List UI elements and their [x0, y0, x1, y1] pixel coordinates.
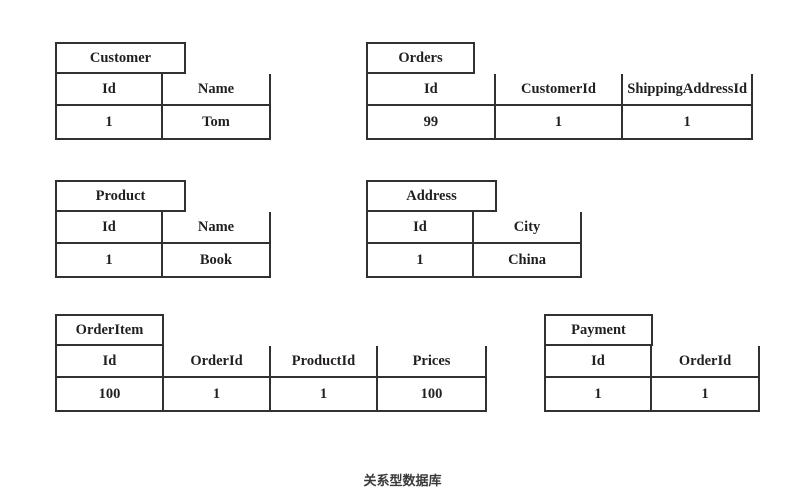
table-cell: 1: [57, 244, 164, 276]
entity-title: Product: [55, 180, 186, 212]
column-header-cell: Name: [197, 80, 235, 97]
column-header-cell: OrderId: [164, 346, 271, 376]
table-cell: 1: [368, 244, 475, 276]
column-header-cell: OrderId: [678, 352, 732, 369]
table-cell: China: [508, 251, 546, 268]
table-cell: 1: [546, 378, 653, 410]
table-cell: Tom: [202, 113, 230, 130]
column-header-row: Id Name: [57, 212, 269, 244]
entity-grid: Id Name 1 Book: [55, 212, 271, 278]
table-cell: 100: [420, 385, 443, 402]
column-header-row: Id OrderId: [546, 346, 758, 378]
entity-title: Orders: [366, 42, 475, 74]
column-header-cell: Id: [368, 212, 475, 242]
column-header-cell: Id: [368, 74, 496, 104]
table-cell: 99: [368, 106, 496, 138]
column-header-cell: CustomerId: [496, 74, 624, 104]
entity-grid: Id Name 1 Tom: [55, 74, 271, 140]
table-cell: 1: [496, 106, 624, 138]
column-header-row: Id City: [368, 212, 580, 244]
table-cell: 1: [164, 378, 271, 410]
table-cell: Book: [199, 251, 233, 268]
column-header-cell: ShippingAddressId: [627, 80, 748, 97]
entity-title: OrderItem: [55, 314, 164, 346]
entity-grid: Id City 1 China: [366, 212, 582, 278]
table-cell: 100: [57, 378, 164, 410]
table-row: 1 Book: [57, 244, 269, 276]
column-header-cell: Id: [546, 346, 653, 376]
table-cell: 1: [701, 385, 709, 402]
table-cell: 1: [683, 113, 691, 130]
entity-title: Payment: [544, 314, 653, 346]
table-cell: 1: [271, 378, 378, 410]
column-header-cell: Id: [57, 346, 164, 376]
column-header-cell: Id: [57, 74, 164, 104]
column-header-cell: ProductId: [271, 346, 378, 376]
diagram-caption: 关系型数据库: [363, 474, 442, 489]
column-header-cell: City: [513, 218, 541, 235]
table-row: 1 Tom: [57, 106, 269, 138]
table-row: 1 China: [368, 244, 580, 276]
table-cell: 1: [57, 106, 164, 138]
column-header-row: Id Name: [57, 74, 269, 106]
column-header-cell: Prices: [412, 352, 451, 369]
column-header-cell: Id: [57, 212, 164, 242]
column-header-cell: Name: [197, 218, 235, 235]
entity-title: Customer: [55, 42, 186, 74]
entity-title: Address: [366, 180, 497, 212]
